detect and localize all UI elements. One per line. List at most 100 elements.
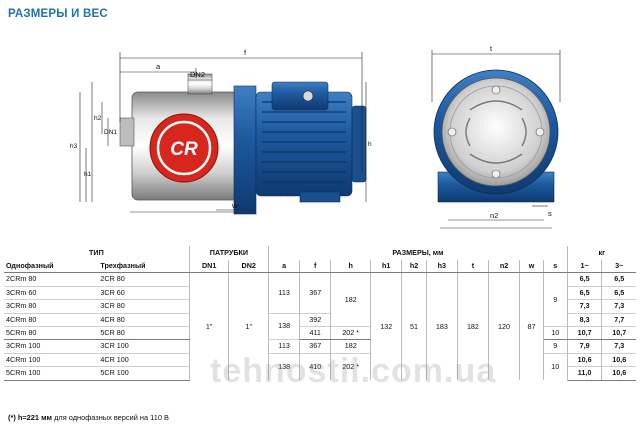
weight-1ph: 6,5 [567, 272, 603, 287]
s-value: 9 [543, 339, 568, 354]
h3-value: 183 [426, 272, 458, 381]
header-patrubki: ПАТРУБКИ [189, 246, 270, 260]
a-value: 138 [268, 312, 301, 340]
weight-3ph: 10,6 [601, 352, 636, 367]
dim-n2: n2 [490, 211, 498, 220]
dim-w: w [231, 201, 238, 210]
page-title: РАЗМЕРЫ И ВЕС [8, 8, 108, 20]
table-row: 4CRm 100 4CR 100 138 410 202 * 10 10,6 1… [4, 352, 636, 381]
model-1ph: 5CRm 80 [4, 326, 99, 341]
model-3ph: 4CR 80 [98, 312, 190, 327]
weight-3ph: 7,3 [601, 339, 636, 354]
a-value: 113 [268, 272, 301, 314]
weight-1ph: 7,9 [567, 339, 603, 354]
f-value: 410 [299, 352, 332, 381]
pump-side-view: CR [119, 73, 367, 215]
table-row: 3CRm 100 3CR 100 113 367 182 9 7,9 7,3 [4, 339, 636, 354]
col-header: h [330, 260, 372, 274]
model-1ph: 4CRm 80 [4, 312, 99, 327]
weight-1ph: 6,5 [567, 285, 603, 300]
col-header: h3 [426, 260, 458, 274]
col-header: DN2 [228, 260, 270, 274]
dimension-lines [79, 50, 561, 229]
h2-value: 51 [401, 272, 427, 381]
w-value: 87 [519, 272, 544, 381]
model-3ph: 3CR 60 [98, 285, 190, 300]
col-header: f [299, 260, 332, 274]
f-value: 411 [299, 326, 332, 341]
model-3ph: 2CR 80 [98, 272, 190, 287]
dim-t: t [490, 44, 493, 53]
n2-value: 120 [488, 272, 521, 381]
model-1ph: 3CRm 80 [4, 299, 99, 314]
weight-1ph: 11,0 [567, 366, 603, 381]
f-value: 367 [299, 339, 332, 354]
col-header: Трехфазный [98, 260, 190, 274]
dn1-value: 1" [189, 272, 230, 381]
col-header: w [519, 260, 544, 274]
s-value: 10 [543, 326, 568, 341]
a-value: 113 [268, 339, 301, 354]
col-header: s [543, 260, 568, 274]
table-row: 3CRm 60 3CR 60 6,5 6,5 [4, 285, 636, 300]
col-header: h2 [401, 260, 427, 274]
footnote: (*) h=221 мм для однофазных версий на 11… [8, 413, 169, 422]
f-value: 367 [299, 272, 332, 314]
model-1ph: 5CRm 100 [4, 366, 99, 381]
f-value: 392 [299, 312, 332, 327]
weight-3ph: 6,5 [601, 285, 636, 300]
col-header: 3~ [601, 260, 636, 274]
model-3ph: 5CR 80 [98, 326, 190, 341]
dim-f: f [244, 48, 247, 57]
weight-1ph: 10,7 [567, 326, 603, 341]
footnote-text: для однофазных версий на 110 В [52, 413, 169, 422]
weight-1ph: 7,3 [567, 299, 603, 314]
weight-1ph: 10,6 [567, 352, 603, 367]
h-value: 182 [330, 339, 372, 354]
dim-a: a [156, 62, 161, 71]
s-value: 9 [543, 272, 568, 327]
col-header: t [457, 260, 490, 274]
col-header: DN1 [189, 260, 230, 274]
dimension-labels: f a DN2 h2 DN1 h3 h1 h w t n2 s [70, 44, 552, 220]
header-razmery: РАЗМЕРЫ, мм [268, 246, 568, 260]
dim-dn2: DN2 [190, 70, 205, 79]
weight-3ph: 7,7 [601, 312, 636, 327]
col-header: Однофазный [4, 260, 99, 274]
model-3ph: 3CR 100 [98, 339, 190, 354]
pump-front-view [433, 69, 559, 203]
weight-3ph: 6,5 [601, 272, 636, 287]
model-1ph: 3CRm 100 [4, 339, 99, 354]
t-value: 182 [457, 272, 490, 381]
table-row: 2CRm 80 2CR 80 1" 1" 113 367 182 132 51 … [4, 272, 636, 381]
col-header: h1 [370, 260, 403, 274]
table-row: 3CRm 80 3CR 80 7,3 7,3 [4, 299, 636, 314]
dn2-value: 1" [228, 272, 270, 381]
dim-h3: h3 [70, 143, 78, 150]
col-header: a [268, 260, 301, 274]
h-value: 182 [330, 272, 372, 327]
model-1ph: 2CRm 80 [4, 272, 99, 287]
model-3ph: 5CR 100 [98, 366, 190, 381]
h-value: 202 * [330, 352, 372, 381]
weight-3ph: 7,3 [601, 299, 636, 314]
pump-dimension-drawing: CR f a D [70, 44, 561, 229]
h-value: 202 * [330, 326, 372, 341]
dim-h: h [368, 141, 372, 148]
a-value: 138 [268, 352, 301, 381]
model-1ph: 3CRm 60 [4, 285, 99, 300]
dimensions-weight-table: ТИП ПАТРУБКИ РАЗМЕРЫ, мм кг Однофазный Т… [4, 246, 636, 381]
model-3ph: 4CR 100 [98, 352, 190, 367]
table-row: 4CRm 80 4CR 80 138 392 8,3 7,7 [4, 312, 636, 340]
s-value: 10 [543, 352, 568, 381]
dim-dn1: DN1 [104, 129, 117, 136]
weight-3ph: 10,7 [601, 326, 636, 341]
header-kg: кг [598, 247, 606, 257]
model-1ph: 4CRm 100 [4, 352, 99, 367]
cr-logo-text: CR [170, 139, 198, 160]
dim-h1: h1 [84, 171, 92, 178]
col-header: 1~ [567, 260, 603, 274]
dim-h2: h2 [94, 115, 102, 122]
h1-value: 132 [370, 272, 403, 381]
weight-1ph: 8,3 [567, 312, 603, 327]
